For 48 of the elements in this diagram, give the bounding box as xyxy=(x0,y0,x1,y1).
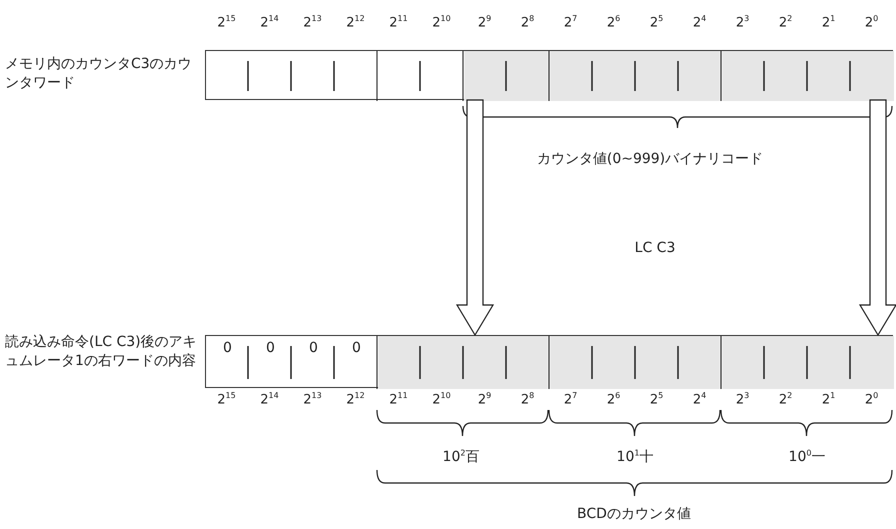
bit-weight-label: 2$^{7}$ xyxy=(564,14,578,30)
bit-weight-label: 2$^{8}$ xyxy=(520,14,534,30)
instruction-label: LC C3 xyxy=(634,240,676,256)
bit-weight-label: 2$^{14}$ xyxy=(260,391,279,408)
bit-weight-label: 2$^{1}$ xyxy=(822,391,836,408)
bit-weight-label: 2$^{10}$ xyxy=(432,14,451,30)
bit-weight-label: 2$^{13}$ xyxy=(303,391,322,408)
bit-weight-label: 2$^{2}$ xyxy=(778,391,792,408)
bit-weight-label: 2$^{6}$ xyxy=(606,14,620,30)
bit-weight-label: 2$^{10}$ xyxy=(432,391,451,408)
bit-weight-label: 2$^{11}$ xyxy=(389,14,408,30)
bit-weight-label: 2$^{5}$ xyxy=(650,391,664,408)
bit-weight-label: 2$^{15}$ xyxy=(217,14,236,30)
bit-weight-label: 2$^{9}$ xyxy=(478,391,492,408)
bit-weight-label: 2$^{3}$ xyxy=(736,14,750,30)
bit-weight-label: 2$^{12}$ xyxy=(346,14,365,30)
register-caption: 読み込み命令(LC C3)後のアキュムレータ1の右ワードの内容 xyxy=(5,333,198,371)
bit-weight-label: 2$^{8}$ xyxy=(520,391,534,408)
brace-label: カウンタ値(0~999)バイナリコード xyxy=(536,150,764,168)
bit-weight-label: 2$^{13}$ xyxy=(303,14,322,30)
bit-weight-label: 2$^{1}$ xyxy=(822,14,836,30)
bit-weight-label: 2$^{4}$ xyxy=(692,391,706,408)
block-arrow xyxy=(858,99,896,336)
bit-weight-label: 2$^{5}$ xyxy=(650,14,664,30)
bit-weight-label: 2$^{12}$ xyxy=(346,391,365,408)
register-box xyxy=(205,50,893,100)
block-arrow xyxy=(456,99,494,336)
bit-weight-label: 2$^{2}$ xyxy=(778,14,792,30)
digit-label: 10$^{1}$十 xyxy=(616,448,654,466)
bit-value: 0 xyxy=(259,340,282,356)
brace-label: BCDのカウンタ値 xyxy=(577,505,691,523)
bit-value: 0 xyxy=(302,340,325,356)
bit-weight-label: 2$^{15}$ xyxy=(217,391,236,408)
bit-weight-label: 2$^{3}$ xyxy=(736,391,750,408)
digit-label: 10$^{2}$百 xyxy=(442,448,480,466)
bit-weight-label: 2$^{9}$ xyxy=(478,14,492,30)
bit-weight-label: 2$^{4}$ xyxy=(692,14,706,30)
bit-weight-label: 2$^{14}$ xyxy=(260,14,279,30)
bit-value: 0 xyxy=(345,340,368,356)
bit-weight-label: 2$^{0}$ xyxy=(864,14,878,30)
register-box xyxy=(205,335,893,388)
bit-weight-label: 2$^{11}$ xyxy=(389,391,408,408)
digit-label: 10$^{0}$一 xyxy=(788,448,826,466)
bit-weight-label: 2$^{0}$ xyxy=(864,391,878,408)
bit-weight-label: 2$^{6}$ xyxy=(606,391,620,408)
bit-value: 0 xyxy=(216,340,239,356)
register-caption: メモリ内のカウンタC3のカウンタワード xyxy=(5,55,193,93)
bit-weight-label: 2$^{7}$ xyxy=(564,391,578,408)
